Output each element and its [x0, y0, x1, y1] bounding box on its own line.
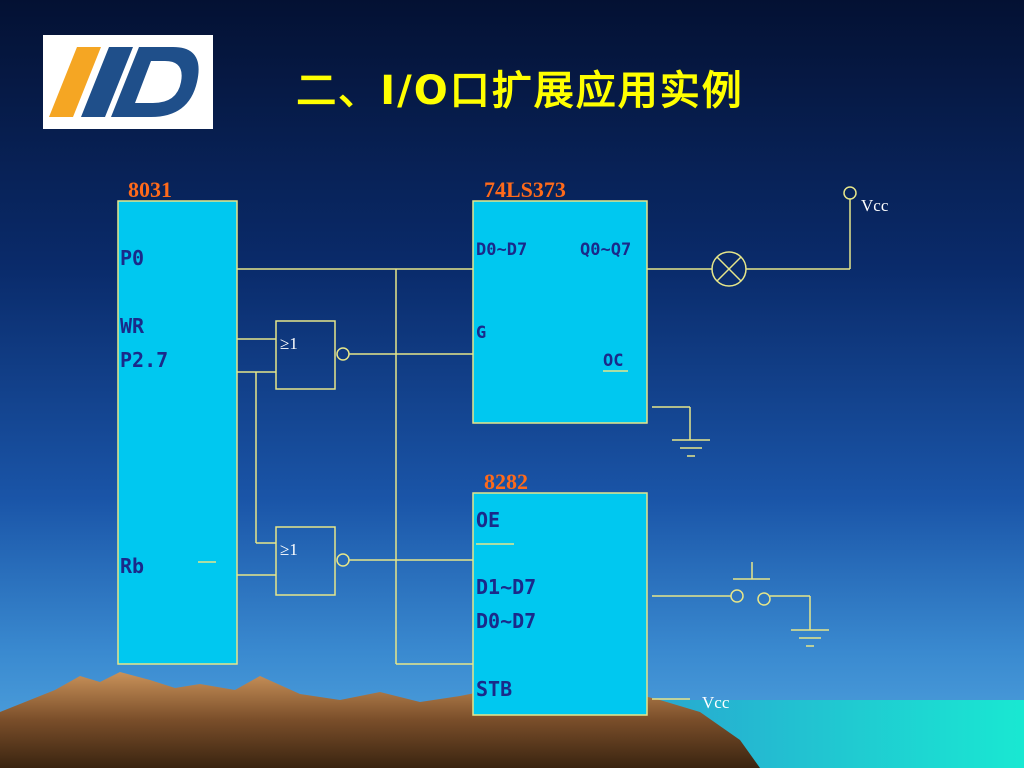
pin-wr: WR [120, 314, 145, 338]
pin-p27: P2.7 [120, 348, 168, 372]
gate-bottom-inverter [336, 553, 350, 567]
vcc-terminal-top [843, 186, 857, 200]
pin-g: G [476, 323, 486, 343]
pin-d0-d7-latch: D0~D7 [476, 240, 527, 260]
pin-rb: Rb [120, 554, 144, 578]
or-gate-top [275, 320, 336, 390]
pin-q0-q7: Q0~Q7 [580, 240, 631, 260]
vcc-label-top: Vcc [861, 196, 889, 215]
pin-p0: P0 [120, 246, 144, 270]
chip-label-74ls373: 74LS373 [484, 177, 566, 202]
or-gate-bottom [275, 526, 336, 596]
pin-d1-d7: D1~D7 [476, 575, 536, 599]
logo-mark [49, 47, 199, 117]
switch-contact-left [730, 589, 744, 603]
or-gate-top-label: ≥1 [280, 334, 298, 353]
chip-8282 [472, 492, 648, 716]
gate-top-inverter [336, 347, 350, 361]
chip-74ls373 [472, 200, 648, 424]
pin-stb: STB [476, 677, 512, 701]
or-gate-bottom-label: ≥1 [280, 540, 298, 559]
pin-oc: OC [603, 351, 623, 371]
chip-label-8031: 8031 [128, 177, 172, 202]
logo [43, 35, 213, 129]
pin-d0-d7-buffer: D0~D7 [476, 609, 536, 633]
vcc-label-bottom: Vcc [702, 693, 730, 712]
page-title: 二、I/O口扩展应用实例 [296, 68, 744, 114]
chip-label-8282: 8282 [484, 469, 528, 494]
lamp-cross-b [716, 256, 742, 282]
pin-oe: OE [476, 508, 500, 532]
switch-contact-right [757, 592, 771, 606]
chip-8031 [117, 200, 238, 665]
